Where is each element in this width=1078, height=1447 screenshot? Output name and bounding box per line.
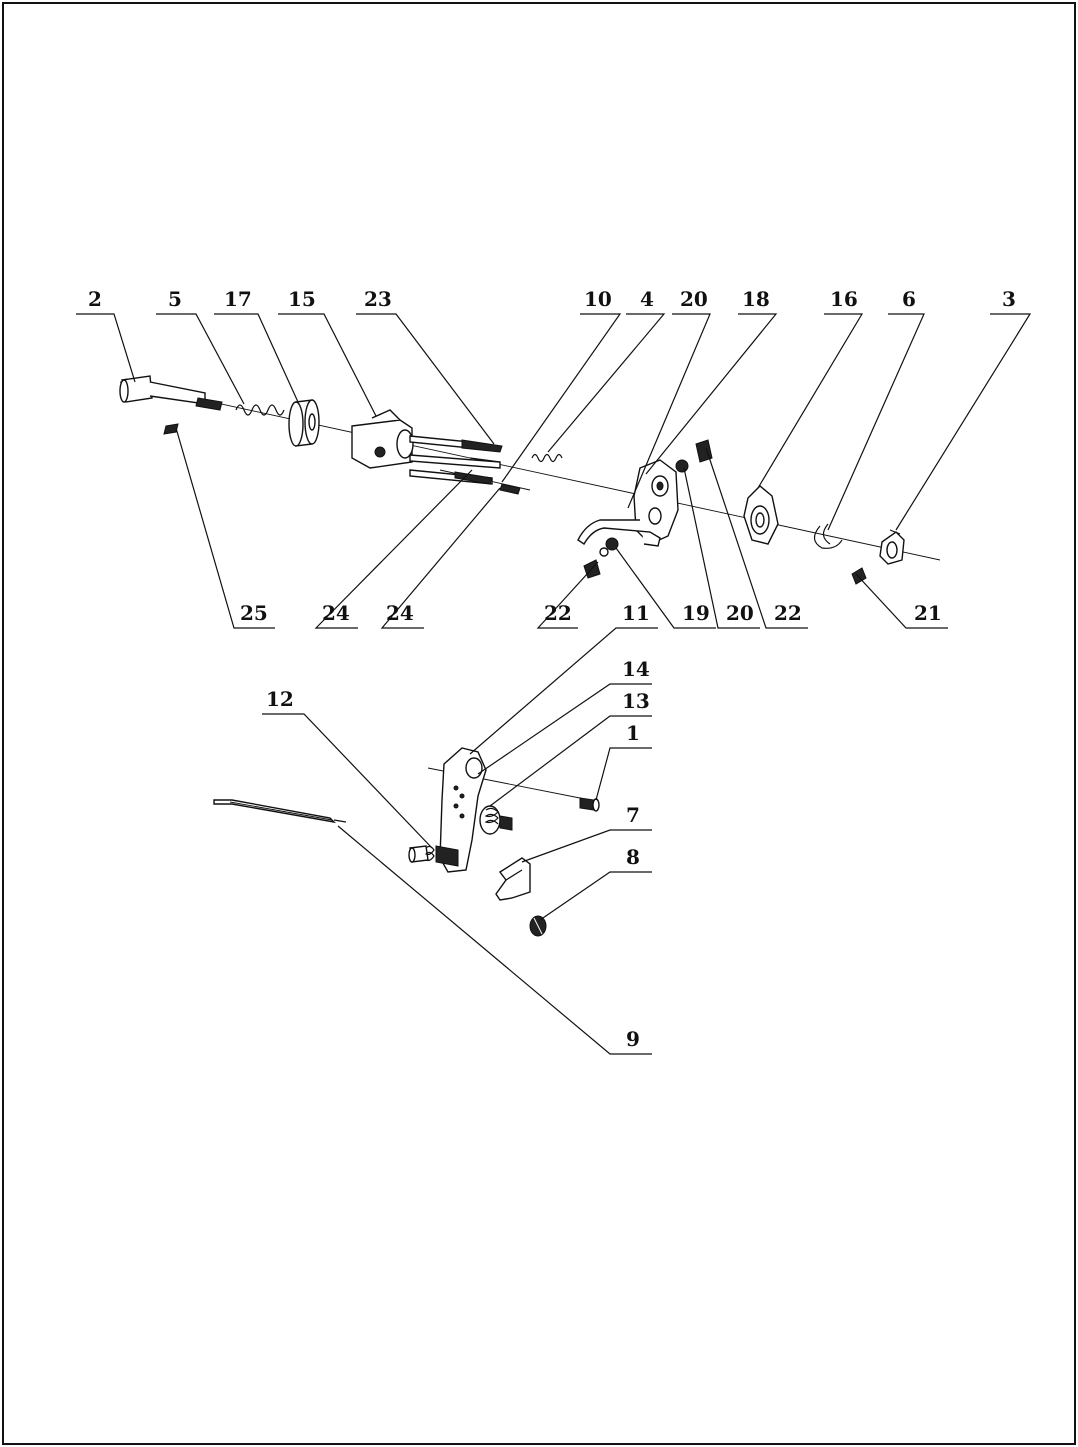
callout-17: 17: [224, 287, 252, 311]
part-18-lever-bracket: [577, 459, 679, 547]
callout-9: 9: [626, 1027, 640, 1051]
callout-20-top: 20: [680, 287, 708, 311]
part-20-nut-upper: [675, 459, 689, 473]
callout-15: 15: [288, 287, 316, 311]
callout-24-left: 24: [322, 601, 350, 625]
part-21-set-screw: [851, 567, 867, 585]
part-2-shaft: [119, 375, 223, 411]
shaft-axis-line: [119, 381, 941, 561]
callout-6: 6: [902, 287, 916, 311]
callout-24-right: 24: [386, 601, 414, 625]
part-15-block: [351, 409, 414, 469]
part-1-screw: [579, 797, 600, 812]
callout-20-bottom: 20: [726, 601, 754, 625]
upper-leader-lines: [76, 313, 1032, 629]
part-19-washer: [599, 547, 609, 557]
part-7-bracket: [495, 857, 531, 901]
callout-19: 19: [682, 601, 710, 625]
part-8-spring: [529, 915, 547, 937]
part-6-clip: [813, 523, 843, 549]
callout-21: 21: [914, 601, 942, 625]
part-13-spring-post: [479, 805, 513, 835]
part-17-collar: [288, 399, 320, 447]
callout-3: 3: [1002, 287, 1016, 311]
part-10-screw: [499, 483, 521, 495]
callout-1: 1: [626, 721, 640, 745]
callout-23: 23: [364, 287, 392, 311]
callout-14: 14: [622, 657, 650, 681]
callout-22-left: 22: [544, 601, 572, 625]
callout-16: 16: [830, 287, 858, 311]
callout-7: 7: [626, 803, 640, 827]
part-12-spring-assembly: [408, 845, 459, 867]
callout-4: 4: [640, 287, 654, 311]
part-4-spring: [531, 453, 563, 463]
callout-13: 13: [622, 689, 650, 713]
callout-25: 25: [240, 601, 268, 625]
callout-2: 2: [88, 287, 102, 311]
part-24-pin-upper: [409, 454, 501, 469]
part-22-screw-upper: [695, 439, 713, 463]
part-24-pin-lower: [409, 469, 493, 485]
part-23-pin: [409, 435, 503, 453]
callout-numbers: 2 5 17 15 23 10 4 20 18 16 6 3 25 24 24 …: [88, 287, 1016, 1051]
callout-18: 18: [742, 287, 770, 311]
callout-8: 8: [626, 845, 640, 869]
part-3-end-collar: [879, 529, 905, 565]
part-5-spring: [235, 404, 285, 416]
callout-22-right: 22: [774, 601, 802, 625]
callout-11: 11: [622, 601, 650, 625]
part-16-cam: [743, 485, 779, 545]
lower-plate-assembly: [213, 747, 600, 937]
part-9-rod: [213, 799, 347, 824]
callout-10: 10: [584, 287, 612, 311]
part-25-screw: [163, 423, 179, 435]
lower-leader-lines: [262, 627, 658, 1055]
part-20-nut-lower: [605, 537, 619, 551]
callout-5: 5: [168, 287, 182, 311]
upper-shaft-assembly: [119, 375, 941, 585]
callout-12: 12: [266, 687, 294, 711]
